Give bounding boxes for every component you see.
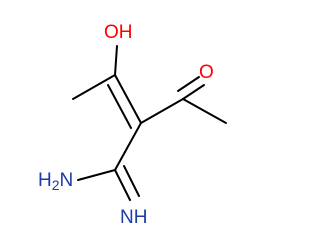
bond-c-c-double-outer [114, 74, 142, 124]
bond-c-c-double-inner [107, 84, 132, 129]
bond-c-o-double-inner [177, 76, 200, 92]
bond-c-nh2 [77, 169, 116, 181]
bond-c-nh-double-outer [114, 169, 131, 201]
amine-label: H2N [38, 170, 73, 193]
bond-c-o-double-outer [182, 84, 205, 100]
imine-label: NH [120, 207, 147, 228]
hydroxyl-label: OH [104, 22, 133, 43]
carbonyl-oxygen-label: O [199, 62, 214, 83]
bond-c-acetyl [140, 98, 184, 124]
bond-c-amidine [114, 122, 142, 171]
bond-methyl-right [182, 98, 227, 124]
structure-diagram: OH O H2N NH [38, 22, 227, 228]
bond-methyl-left [72, 74, 116, 100]
bond-c-oh [114, 45, 118, 76]
bond-c-nh-double-inner [123, 165, 140, 197]
